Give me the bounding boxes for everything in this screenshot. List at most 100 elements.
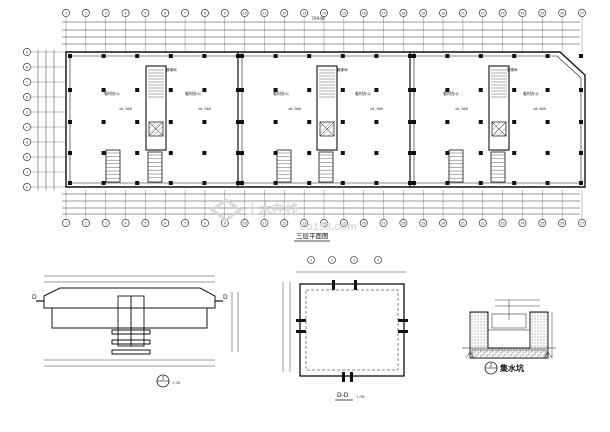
axis-bubble bbox=[399, 219, 408, 227]
column bbox=[374, 54, 379, 58]
axis-bubble bbox=[379, 9, 388, 17]
axis-number: 24 bbox=[520, 221, 524, 225]
column bbox=[68, 54, 72, 58]
axis-bubble bbox=[359, 9, 368, 17]
axis-bubble bbox=[518, 219, 527, 227]
column bbox=[236, 54, 240, 58]
axis-bubble bbox=[379, 219, 388, 227]
column bbox=[202, 54, 207, 58]
axis-number: 10 bbox=[243, 11, 247, 15]
column bbox=[68, 181, 72, 185]
column bbox=[202, 181, 207, 185]
column bbox=[202, 88, 207, 92]
column bbox=[273, 88, 278, 92]
axis-bubble bbox=[141, 219, 150, 227]
column bbox=[445, 120, 450, 124]
axis-bubble bbox=[23, 168, 31, 176]
column bbox=[236, 120, 240, 124]
column bbox=[374, 181, 379, 185]
axis-number: 27 bbox=[580, 221, 584, 225]
column bbox=[374, 120, 379, 124]
column bbox=[135, 181, 140, 185]
axis-bubble bbox=[260, 219, 269, 227]
axis-letter: D bbox=[26, 95, 28, 99]
room-label: 临时办公 bbox=[273, 90, 289, 96]
axis-number: 2 bbox=[85, 11, 87, 15]
axis-bubble bbox=[280, 219, 289, 227]
column bbox=[512, 88, 517, 92]
column bbox=[273, 181, 278, 185]
elevation-mark: ±0.000 bbox=[288, 107, 301, 111]
column bbox=[512, 151, 517, 155]
axis-number: 12 bbox=[282, 221, 286, 225]
axis-bubble bbox=[23, 183, 31, 191]
column bbox=[101, 54, 106, 58]
axis-bubble bbox=[23, 48, 31, 56]
column bbox=[307, 54, 312, 58]
axis-bubble bbox=[419, 219, 428, 227]
column bbox=[101, 88, 106, 92]
axis-number: 13 bbox=[302, 221, 306, 225]
detail-dd-axis-marks: 1 2 3 4 bbox=[307, 256, 382, 264]
axis-number: 19 bbox=[421, 11, 425, 15]
detail-dd-scale: 1:50 bbox=[356, 395, 364, 399]
axis-number: 22 bbox=[481, 11, 485, 15]
axis-bubble bbox=[419, 9, 428, 17]
secondary-stair bbox=[147, 151, 163, 183]
axis-number: 5 bbox=[144, 11, 146, 15]
axis-number: 3 bbox=[105, 11, 107, 15]
section-mark-right: D bbox=[223, 294, 228, 301]
stair-core bbox=[145, 65, 167, 151]
column bbox=[478, 88, 483, 92]
structural-columns bbox=[68, 54, 583, 185]
secondary-stair bbox=[318, 151, 334, 183]
watermark-text: co188.com bbox=[300, 221, 357, 233]
axis-number: 8 bbox=[204, 11, 206, 15]
column bbox=[68, 120, 72, 124]
axis-bubble bbox=[141, 9, 150, 17]
column bbox=[236, 151, 240, 155]
column bbox=[478, 151, 483, 155]
detail-1-callout-number: 1 bbox=[162, 376, 165, 382]
axis-bubble bbox=[201, 219, 209, 227]
axis-letter: G bbox=[26, 140, 28, 144]
elevation-mark: ±0.000 bbox=[370, 107, 383, 111]
column bbox=[512, 54, 517, 58]
axis-letter: A bbox=[26, 50, 28, 54]
axis-bubble bbox=[307, 256, 315, 264]
bottom-dimension-lines bbox=[62, 193, 580, 215]
axis-number: 1 bbox=[65, 221, 67, 225]
secondary-stair bbox=[105, 149, 121, 183]
axis-number: 6 bbox=[164, 11, 166, 15]
column bbox=[412, 181, 416, 185]
sump-title: 集水坑 bbox=[499, 363, 524, 373]
column bbox=[412, 88, 416, 92]
detail-dd-pipe-stubs bbox=[296, 280, 408, 382]
column bbox=[408, 151, 412, 155]
axis-number: 9 bbox=[224, 221, 226, 225]
axis-number: 8 bbox=[204, 221, 206, 225]
room-label: 临时办公 bbox=[523, 90, 539, 96]
column bbox=[512, 181, 517, 185]
column bbox=[412, 54, 416, 58]
axis-number: 20 bbox=[441, 11, 445, 15]
left-dimension-lines bbox=[37, 50, 55, 190]
column bbox=[168, 181, 173, 185]
axis-number: 15 bbox=[342, 221, 346, 225]
column bbox=[340, 181, 345, 185]
axis-bubble bbox=[478, 9, 487, 17]
stair-label: 楼梯间 bbox=[507, 67, 518, 72]
axis-bubble bbox=[23, 63, 31, 71]
axis-number: 11 bbox=[262, 221, 266, 225]
detail-1-section-marks: D D bbox=[32, 294, 228, 302]
room-label: 临时办公 bbox=[355, 90, 371, 96]
column bbox=[307, 181, 312, 185]
axis-bubble bbox=[161, 9, 170, 17]
axis-bubble bbox=[121, 219, 130, 227]
elevation-mark: ±0.000 bbox=[198, 107, 211, 111]
axis-number: 10 bbox=[243, 221, 247, 225]
column bbox=[478, 54, 483, 58]
axis-bubble bbox=[578, 9, 586, 17]
axis-bubble bbox=[399, 9, 408, 17]
